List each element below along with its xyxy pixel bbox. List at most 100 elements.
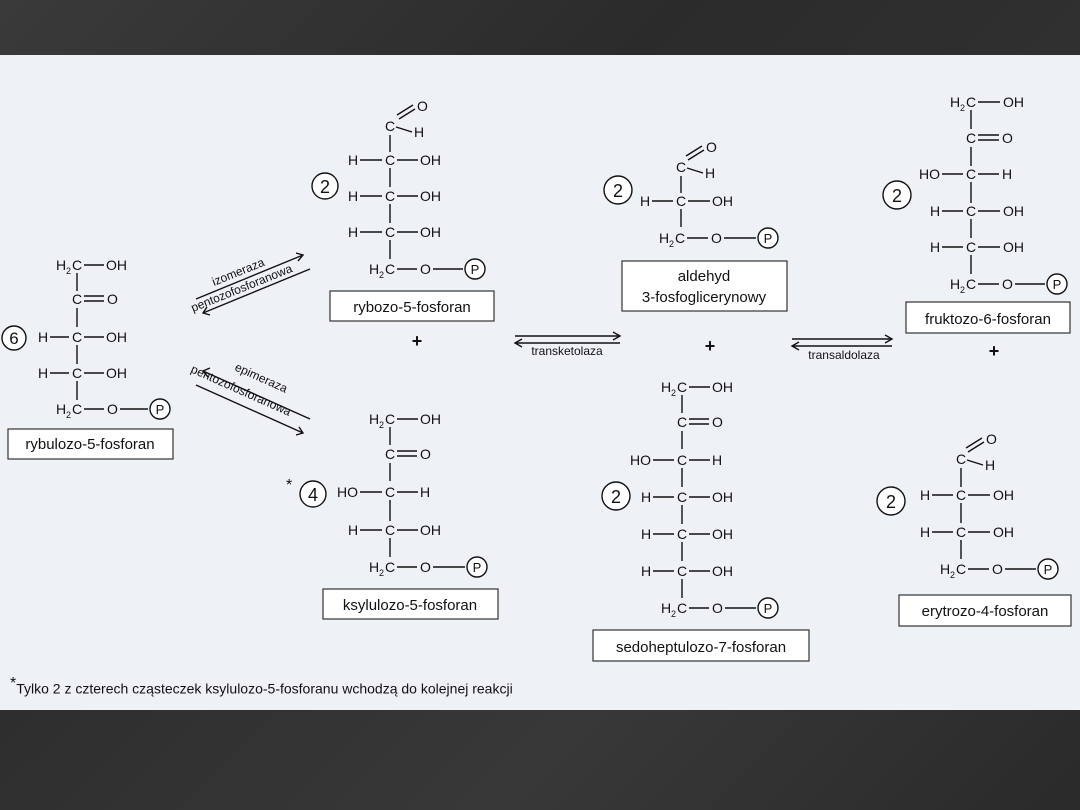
coefficient-circle: [299, 480, 327, 508]
atom-ho: HO: [630, 452, 651, 468]
atom-c: C: [956, 451, 966, 467]
coefficient-sedoheptulozo: 2: [611, 487, 621, 507]
atom-o: O: [107, 291, 118, 307]
subscript: 2: [379, 270, 384, 280]
atom-oh: OH: [712, 379, 733, 395]
label-fruktozo: fruktozo-6-fosforan: [925, 311, 1051, 328]
phosphate-circle: [149, 398, 171, 420]
atom-o: O: [706, 139, 717, 155]
atom-oh: OH: [106, 329, 127, 345]
atom-h: H: [930, 239, 940, 255]
atom-c: C: [385, 261, 395, 277]
atom-oh: OH: [420, 224, 441, 240]
atom-oh: OH: [1003, 203, 1024, 219]
atom-o: O: [712, 600, 723, 616]
atom-h: H: [369, 411, 379, 427]
atom-h: H: [348, 224, 358, 240]
atom-p: P: [1053, 277, 1062, 292]
subscript: 2: [379, 568, 384, 578]
atom-p: P: [764, 601, 773, 616]
atom-c: C: [72, 291, 82, 307]
label-aldehyd: aldehyd: [678, 268, 731, 285]
atom-c: C: [385, 118, 395, 134]
phosphate-circle: [1037, 558, 1059, 580]
epimeraza-arrow: epimeraza pentozofosforanowa: [189, 360, 311, 436]
plus-sign: +: [705, 336, 716, 356]
fruktozo-label-box: [905, 301, 1071, 334]
atom-c: C: [72, 329, 82, 345]
atom-c: C: [676, 193, 686, 209]
footnote-text: Tylko 2 z czterech cząsteczek ksylulozo-…: [16, 680, 513, 697]
atom-c: C: [675, 230, 685, 246]
atom-h: H: [56, 257, 66, 273]
coefficient-circle: [1, 325, 27, 351]
atom-c: C: [385, 559, 395, 575]
phosphate-circle: [466, 556, 488, 578]
atom-oh: OH: [106, 365, 127, 381]
atom-h: H: [659, 230, 669, 246]
slide-content: 6 H 2 C OH C O H C OH H C OH H 2 C O: [0, 55, 1080, 710]
atom-p: P: [764, 231, 773, 246]
atom-h: H: [348, 522, 358, 538]
atom-c: C: [385, 446, 395, 462]
atom-c: C: [385, 152, 395, 168]
atom-h: H: [920, 487, 930, 503]
rybulozo-label-box: [7, 428, 174, 460]
atom-c: C: [677, 379, 687, 395]
atom-o: O: [1002, 130, 1013, 146]
atom-o: O: [420, 446, 431, 462]
subscript: 2: [671, 388, 676, 398]
subscript: 2: [960, 103, 965, 113]
atom-o: O: [420, 559, 431, 575]
asterisk-mark: *: [286, 477, 292, 494]
atom-h: H: [38, 329, 48, 345]
atom-o: O: [711, 230, 722, 246]
atom-h: H: [640, 193, 650, 209]
ksylulozo-label-box: [322, 588, 499, 620]
rybozo-structure: 2 O C H H C OH H C OH H C OH H 2 C O: [311, 98, 495, 322]
atom-c: C: [72, 401, 82, 417]
bottom-frame-band: [0, 710, 1080, 810]
atom-o: O: [417, 98, 428, 114]
atom-h: H: [950, 94, 960, 110]
atom-h: H: [705, 165, 715, 181]
atom-h: H: [369, 261, 379, 277]
plus-sign: +: [989, 341, 1000, 361]
coefficient-circle: [882, 180, 912, 210]
atom-c: C: [385, 522, 395, 538]
atom-c: C: [966, 239, 976, 255]
atom-o: O: [712, 414, 723, 430]
atom-c: C: [677, 414, 687, 430]
atom-c: C: [677, 489, 687, 505]
atom-h: H: [712, 452, 722, 468]
rybozo-label-box: [329, 290, 495, 322]
atom-h: H: [414, 124, 424, 140]
atom-oh: OH: [106, 257, 127, 273]
atom-oh: OH: [420, 411, 441, 427]
sedoheptulozo-label-box: [592, 629, 810, 662]
atom-h: H: [348, 152, 358, 168]
subscript: 2: [379, 420, 384, 430]
atom-h: H: [1002, 166, 1012, 182]
enzyme-transketolaza: transketolaza: [531, 344, 603, 358]
atom-oh: OH: [993, 487, 1014, 503]
atom-oh: OH: [712, 563, 733, 579]
atom-o: O: [420, 261, 431, 277]
atom-h: H: [661, 379, 671, 395]
subscript: 2: [669, 239, 674, 249]
label-rybozo: rybozo-5-fosforan: [353, 299, 471, 316]
atom-c: C: [956, 524, 966, 540]
atom-p: P: [156, 402, 165, 417]
subscript: 2: [960, 285, 965, 295]
atom-h: H: [920, 524, 930, 540]
atom-h: H: [369, 559, 379, 575]
atom-h: H: [641, 563, 651, 579]
aldehyd-structure: 2 O C H H C OH H 2 C O P aldehyd 3-fosfo…: [603, 139, 788, 312]
atom-c: C: [677, 563, 687, 579]
atom-h: H: [950, 276, 960, 292]
atom-oh: OH: [1003, 94, 1024, 110]
phosphate-circle: [757, 227, 779, 249]
phosphate-circle: [757, 597, 779, 619]
subscript: 2: [66, 266, 71, 276]
atom-h: H: [930, 203, 940, 219]
